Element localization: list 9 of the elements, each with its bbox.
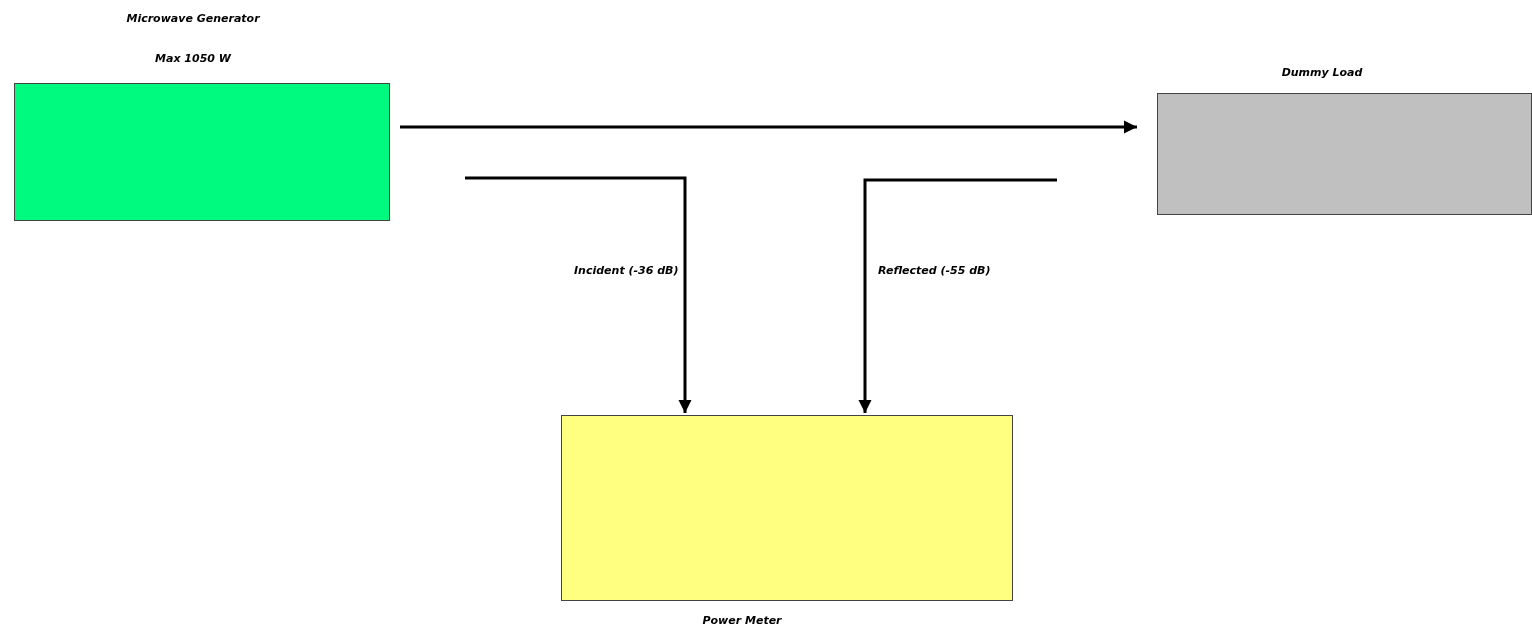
device-label: Microwave Generator (126, 12, 260, 25)
edge-label: Reflected (-55 dB) (876, 263, 993, 278)
device-label: Dummy Load (1281, 66, 1363, 79)
power-rating: Max 1050 W (155, 52, 231, 65)
edge-label: Incident (-36 dB) (572, 263, 681, 278)
arrow (400, 120, 1137, 134)
device-label: Power Meter (702, 614, 782, 627)
arrow (465, 176, 692, 413)
arrow (858, 178, 1057, 413)
